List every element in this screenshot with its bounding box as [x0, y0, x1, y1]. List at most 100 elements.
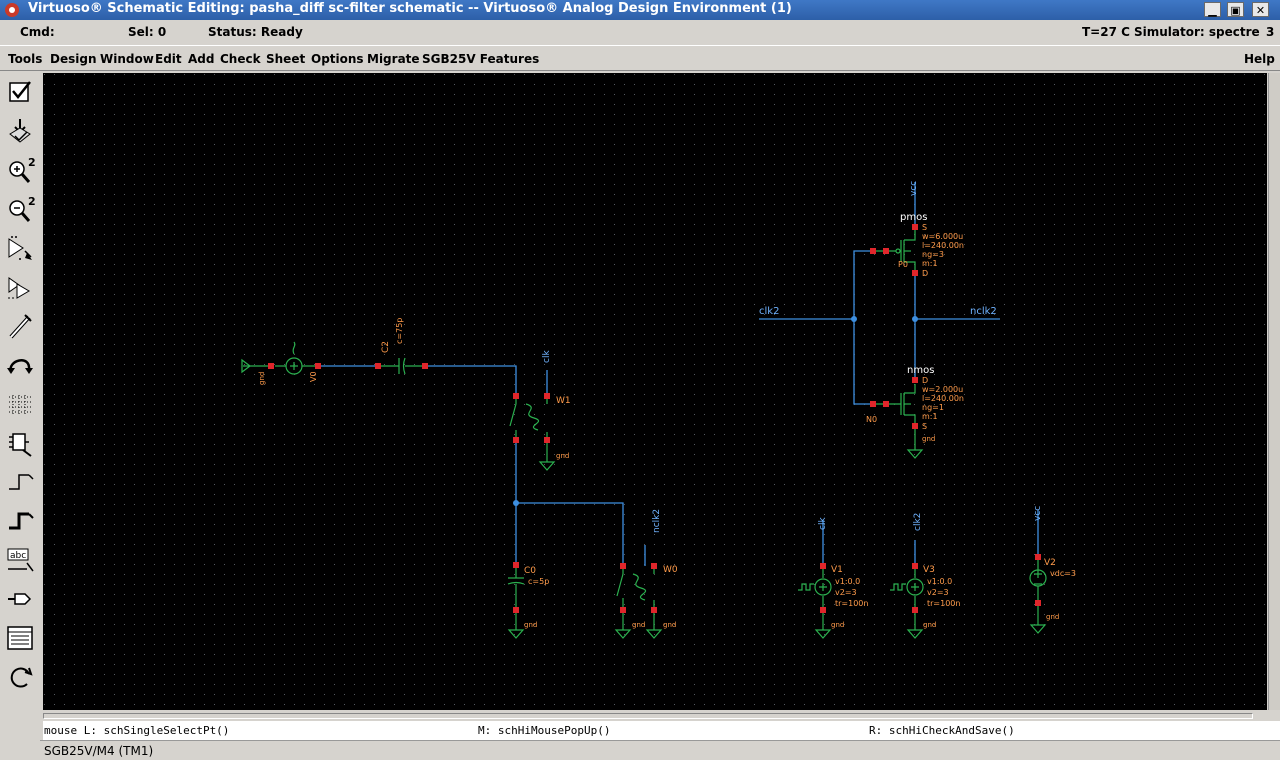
nmos-pin-s: S [922, 422, 927, 431]
title-bar: Virtuoso® Schematic Editing: pasha_diff … [0, 0, 1280, 20]
menu-migrate[interactable]: Migrate [367, 52, 420, 66]
vertical-scrollbar[interactable] [1268, 73, 1280, 710]
nmos-param-m: m:1 [922, 412, 938, 421]
c0-gnd-label: gnd [524, 621, 537, 629]
stretch-icon[interactable] [2, 230, 38, 266]
menu-design[interactable]: Design [50, 52, 97, 66]
zoom-in-icon[interactable]: 2 [2, 152, 38, 188]
pmos-param-l: l=240.00n [922, 241, 964, 250]
net-label-clk2: clk2 [759, 306, 779, 317]
wires [318, 182, 1039, 566]
menu-add[interactable]: Add [188, 52, 215, 66]
nmos-instance-name: N0 [866, 415, 877, 424]
nmos-title: nmos [907, 365, 934, 376]
v3-param-v1: v1:0.0 [927, 577, 952, 586]
wire-narrow-icon[interactable] [2, 464, 38, 500]
pin-icon[interactable] [2, 581, 38, 617]
selection-count: Sel: 0 [128, 25, 167, 39]
instance-nmos[interactable]: nmos N0 D S gnd w=2.000u l=240.00n ng=1 … [866, 365, 964, 459]
copy-icon[interactable] [2, 269, 38, 305]
instance-v1[interactable]: V1 v1:0.0 v2=3 tr=100n gnd [798, 563, 868, 639]
undo-icon[interactable] [2, 347, 38, 383]
menu-sheet[interactable]: Sheet [266, 52, 306, 66]
status-text: Status: Ready [208, 25, 303, 39]
menu-options[interactable]: Options [311, 52, 364, 66]
w0-gnd2-label: gnd [663, 621, 676, 629]
repeat-icon[interactable] [2, 659, 38, 695]
wire-wide-icon[interactable] [2, 503, 38, 539]
schematic-canvas[interactable]: clk2 nclk2 vcc clk nclk2 clk clk2 vcc [43, 73, 1267, 710]
minimize-button[interactable]: ▁ [1204, 2, 1221, 17]
close-button[interactable]: ✕ [1252, 2, 1269, 17]
v1-param-v1: v1:0.0 [835, 577, 860, 586]
zoom-out-icon[interactable]: 2 [2, 191, 38, 227]
horizontal-scrollbar[interactable] [43, 711, 1267, 721]
w1-gnd-label: gnd [556, 452, 569, 460]
w1-name: W1 [556, 396, 571, 406]
temperature: T=27 C [1082, 25, 1130, 39]
net-label-vcc-v2: vcc [1033, 506, 1043, 521]
v0-name: V0 [309, 371, 318, 382]
pmos-param-w: w=6.000u [922, 232, 963, 241]
menu-sgb25v-features[interactable]: SGB25V Features [422, 52, 540, 66]
nmos-gnd-label: gnd [922, 435, 935, 443]
menu-help[interactable]: Help [1244, 52, 1275, 66]
v2-gnd-label: gnd [1046, 613, 1059, 621]
v1-param-tr: tr=100n [835, 599, 868, 608]
pmos-instance-name: P0 [898, 260, 908, 269]
label-icon-text: abc [10, 551, 26, 561]
property-icon[interactable] [2, 386, 38, 422]
v2-param: vdc=3 [1050, 569, 1076, 578]
check-icon[interactable] [2, 74, 38, 110]
cmd-options-icon[interactable] [2, 620, 38, 656]
mouse-middle-binding: M: schHiMousePopUp() [478, 724, 611, 737]
mouse-bindings-bar: mouse L: schSingleSelectPt() M: schHiMou… [43, 721, 1280, 740]
mouse-right-binding: R: schHiCheckAndSave() [869, 724, 1015, 737]
nmos-param-ng: ng=1 [922, 403, 944, 412]
pmos-pin-d: D [922, 269, 928, 278]
menu-edit[interactable]: Edit [155, 52, 182, 66]
horizontal-scroll-track[interactable] [43, 713, 1253, 719]
menu-window[interactable]: Window [100, 52, 154, 66]
nmos-pin-d: D [922, 376, 928, 385]
zoom-out-badge: 2 [28, 195, 36, 208]
instance-c0[interactable]: C0 c=5p gnd [507, 562, 549, 639]
instance-v3[interactable]: V3 v1:0.0 v2=3 tr=100n gnd [890, 563, 960, 639]
layer-status-text: SGB25V/M4 (TM1) [44, 744, 154, 758]
window-title: Virtuoso® Schematic Editing: pasha_diff … [28, 1, 792, 16]
menu-tools[interactable]: Tools [8, 52, 43, 66]
v3-param-tr: tr=100n [927, 599, 960, 608]
nmos-param-l: l=240.00n [922, 394, 964, 403]
menu-check[interactable]: Check [220, 52, 261, 66]
simulator: Simulator: spectre [1134, 25, 1260, 39]
maximize-button[interactable]: ▣ [1227, 2, 1244, 17]
instance-w1[interactable]: W1 gnd [509, 393, 571, 471]
virtuoso-app-icon [5, 3, 19, 17]
net-label-clk-w1: clk [542, 350, 552, 363]
status-row: Cmd: Sel: 0 Status: Ready T=27 C Simulat… [0, 20, 1280, 45]
pmos-title: pmos [900, 212, 927, 223]
c2-name: C2 [381, 341, 391, 353]
v1-name: V1 [831, 565, 843, 575]
delete-icon[interactable] [2, 308, 38, 344]
instance-w0[interactable]: W0 gnd gnd [614, 563, 678, 639]
tool-palette: 2 2 abc [0, 72, 40, 712]
save-icon[interactable] [2, 113, 38, 149]
net-label-nclk2: nclk2 [970, 306, 997, 317]
wire-junctions [513, 316, 918, 506]
instance-icon[interactable] [2, 425, 38, 461]
label-icon[interactable]: abc [2, 542, 38, 578]
net-label-vcc-pmos: vcc [909, 181, 919, 196]
cmd-label: Cmd: [20, 25, 55, 39]
instance-pmos[interactable]: pmos P0 S D w=6.000u l=240.00n ng=3 m:1 [870, 212, 964, 278]
v3-param-v2: v2=3 [927, 588, 949, 597]
pmos-param-m: m:1 [922, 259, 938, 268]
instance-v0[interactable]: V0 gnd [241, 341, 321, 385]
schematic-drawing[interactable]: clk2 nclk2 vcc clk nclk2 clk clk2 vcc [43, 73, 1267, 710]
instance-c2[interactable]: C2 c=75p [375, 318, 428, 375]
grid-dots [43, 73, 1267, 710]
instance-v2[interactable]: V2 vdc=3 gnd [1029, 554, 1076, 634]
v0-gnd-label: gnd [258, 372, 266, 385]
pmos-param-ng: ng=3 [922, 250, 944, 259]
v2-name: V2 [1044, 558, 1056, 568]
